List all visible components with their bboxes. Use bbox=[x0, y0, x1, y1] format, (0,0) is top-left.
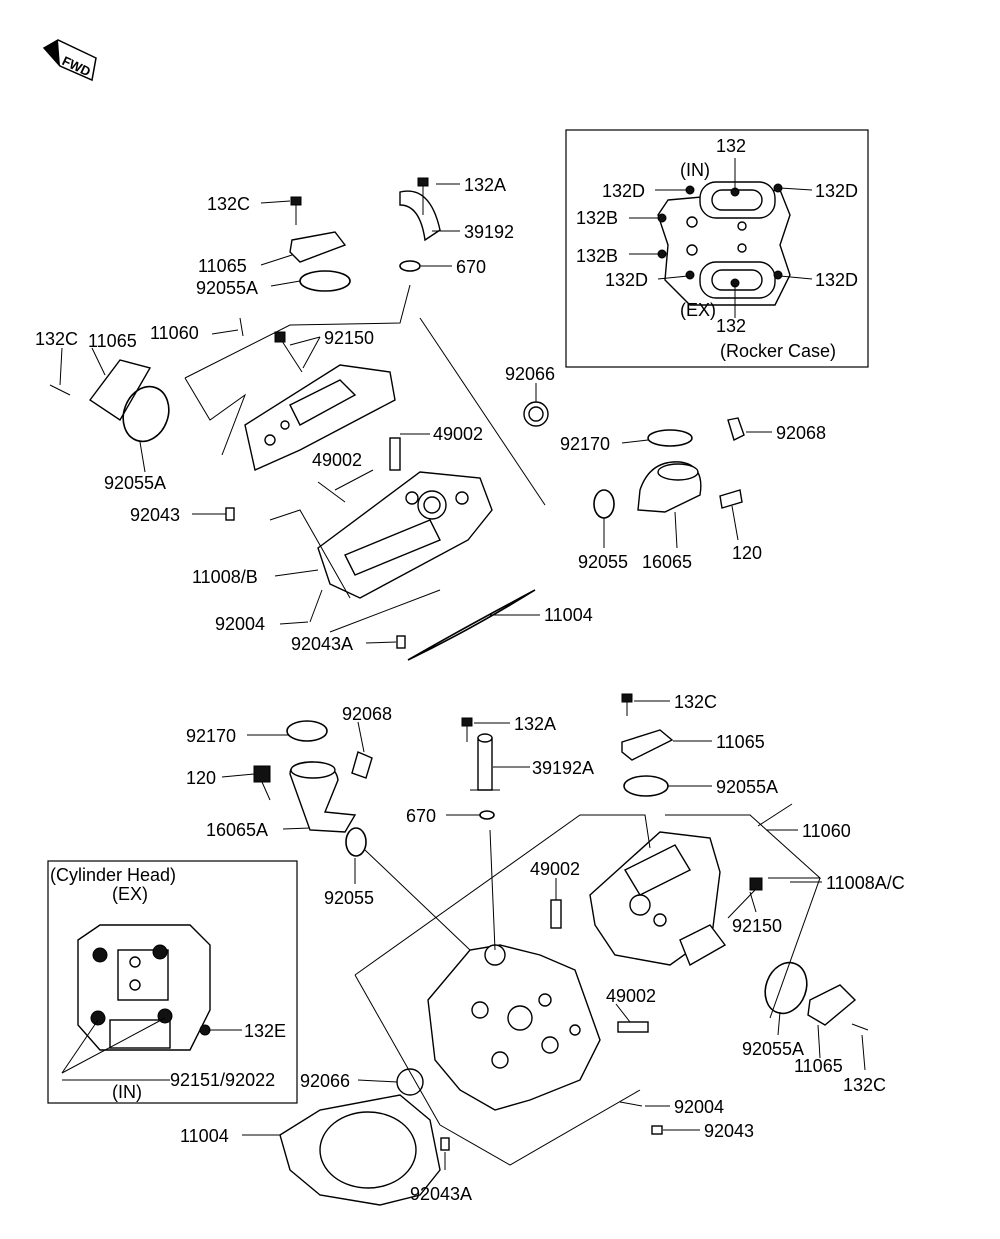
rear-label-11065-top: 11065 bbox=[716, 732, 765, 752]
front-label-132c-top: 132C bbox=[207, 194, 250, 214]
front-label-120: 120 bbox=[732, 543, 762, 563]
rocker-label-132b-lower: 132B bbox=[576, 246, 618, 266]
front-label-92055a-top: 92055A bbox=[196, 278, 258, 298]
front-label-16065: 16065 bbox=[642, 552, 692, 572]
front-cylinder-assembly: 132A 39192 670 132C 11065 92055A 11060 9… bbox=[35, 175, 826, 661]
rear-label-92055a-right: 92055A bbox=[742, 1039, 804, 1059]
rocker-label-132d-bottom-left: 132D bbox=[605, 270, 648, 290]
front-label-92055a-left: 92055A bbox=[104, 473, 166, 493]
front-label-92068: 92068 bbox=[776, 423, 826, 443]
head-inset-ex: (EX) bbox=[112, 884, 148, 904]
rocker-case-inset: 132 (IN) 132D 132D 132B 132B 132D 132D (… bbox=[565, 129, 869, 368]
rear-cylinder-assembly: 132C 92068 132A 11065 92170 39192A 92055… bbox=[180, 692, 905, 1206]
rear-label-132c-right: 132C bbox=[843, 1075, 886, 1095]
rear-label-670: 670 bbox=[406, 806, 436, 826]
rocker-label-132-bottom: 132 bbox=[716, 316, 746, 336]
rear-label-39192a: 39192A bbox=[532, 758, 594, 778]
front-label-92055: 92055 bbox=[578, 552, 628, 572]
front-label-92066: 92066 bbox=[505, 364, 555, 384]
rocker-case-caption: (Rocker Case) bbox=[720, 341, 836, 361]
rear-label-92043: 92043 bbox=[704, 1121, 754, 1141]
rear-label-49002-top: 49002 bbox=[530, 859, 580, 879]
front-label-132a: 132A bbox=[464, 175, 506, 195]
rear-label-92068: 92068 bbox=[342, 704, 392, 724]
rocker-label-132-top: 132 bbox=[716, 136, 746, 156]
rear-label-132c-top: 132C bbox=[674, 692, 717, 712]
front-label-49002-left: 49002 bbox=[312, 450, 362, 470]
front-label-92043: 92043 bbox=[130, 505, 180, 525]
fwd-arrow-icon: FWD bbox=[42, 39, 97, 82]
rocker-label-132d-top-right: 132D bbox=[815, 181, 858, 201]
rear-label-92150: 92150 bbox=[732, 916, 782, 936]
rear-label-11004: 11004 bbox=[180, 1126, 229, 1146]
front-label-92170: 92170 bbox=[560, 434, 610, 454]
rear-label-92043a: 92043A bbox=[410, 1184, 472, 1204]
front-label-670: 670 bbox=[456, 257, 486, 277]
rear-label-11008ac: 11008A/C bbox=[826, 873, 905, 893]
front-label-92043a: 92043A bbox=[291, 634, 353, 654]
rear-label-16065a: 16065A bbox=[206, 820, 268, 840]
front-label-11060: 11060 bbox=[150, 323, 199, 343]
head-inset-label-92151-92022: 92151/92022 bbox=[170, 1070, 275, 1090]
front-label-11008b: 11008/B bbox=[192, 567, 258, 587]
rear-label-92004: 92004 bbox=[674, 1097, 724, 1117]
rear-label-11065-right: 11065 bbox=[794, 1056, 843, 1076]
rocker-ex-label: (EX) bbox=[680, 300, 716, 320]
rear-label-92066: 92066 bbox=[300, 1071, 350, 1091]
rear-label-11060: 11060 bbox=[802, 821, 851, 841]
front-label-49002-right: 49002 bbox=[433, 424, 483, 444]
rear-label-49002-mid: 49002 bbox=[606, 986, 656, 1006]
rear-label-92170: 92170 bbox=[186, 726, 236, 746]
front-label-39192: 39192 bbox=[464, 222, 514, 242]
rear-label-132a: 132A bbox=[514, 714, 556, 734]
rocker-label-132d-top-left: 132D bbox=[602, 181, 645, 201]
rear-label-120: 120 bbox=[186, 768, 216, 788]
front-label-11004: 11004 bbox=[544, 605, 593, 625]
front-label-11065-left: 11065 bbox=[88, 331, 137, 351]
rocker-in-label: (IN) bbox=[680, 160, 710, 180]
head-inset-title: (Cylinder Head) bbox=[50, 865, 176, 885]
front-label-92150: 92150 bbox=[324, 328, 374, 348]
cylinder-head-inset: (Cylinder Head) (EX) 132E 92151/92022 (I… bbox=[47, 860, 298, 1104]
front-label-11065-top: 11065 bbox=[198, 256, 247, 276]
head-inset-label-132e: 132E bbox=[244, 1021, 286, 1041]
rear-label-92055: 92055 bbox=[324, 888, 374, 908]
head-inset-in: (IN) bbox=[112, 1082, 142, 1102]
rear-label-92055a-top: 92055A bbox=[716, 777, 778, 797]
rocker-label-132b-upper: 132B bbox=[576, 208, 618, 228]
front-label-92004: 92004 bbox=[215, 614, 265, 634]
rocker-label-132d-bottom-right: 132D bbox=[815, 270, 858, 290]
front-label-132c-left: 132C bbox=[35, 329, 78, 349]
